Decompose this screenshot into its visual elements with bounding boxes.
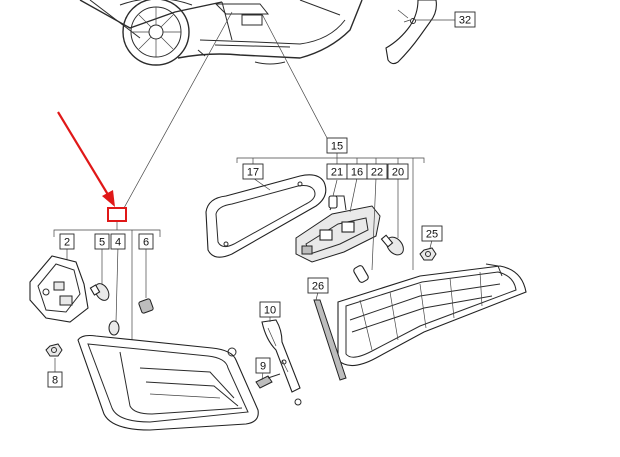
callout-10: 10 xyxy=(259,301,281,318)
svg-text:20: 20 xyxy=(392,167,404,179)
svg-text:6: 6 xyxy=(143,237,149,249)
callout-16: 16 xyxy=(346,163,368,180)
svg-text:2: 2 xyxy=(64,237,70,249)
part-6-grommet xyxy=(138,298,154,314)
group-bracket-left xyxy=(53,220,161,340)
svg-text:17: 17 xyxy=(247,167,259,179)
red-arrow-head xyxy=(102,190,115,207)
callout-9: 9 xyxy=(255,357,271,374)
svg-text:22: 22 xyxy=(371,167,383,179)
wheel-outer xyxy=(122,0,190,66)
part-32-trim-panel xyxy=(385,0,455,65)
callout-6: 6 xyxy=(138,233,154,250)
callout-8: 8 xyxy=(47,371,63,388)
inner-tail-lamp xyxy=(337,263,527,367)
part-20-bulb xyxy=(380,178,404,256)
callout-20: 20 xyxy=(387,163,409,180)
callout-25: 25 xyxy=(421,225,443,242)
part-9-screw xyxy=(255,371,281,389)
part-2-holder-plate xyxy=(29,255,89,323)
rear-lamp-outline xyxy=(214,3,270,15)
svg-text:4: 4 xyxy=(115,237,121,249)
part-5-bulb xyxy=(89,283,110,301)
callout-4: 4 xyxy=(110,233,126,250)
part-22-bulb xyxy=(353,177,377,283)
svg-text:32: 32 xyxy=(459,15,471,27)
svg-text:21: 21 xyxy=(331,167,343,179)
svg-text:5: 5 xyxy=(99,237,105,249)
callout-5: 5 xyxy=(94,233,110,250)
callout-26: 26 xyxy=(307,277,329,294)
svg-text:15: 15 xyxy=(331,141,343,153)
part-25-nut xyxy=(419,239,437,261)
red-annotation xyxy=(57,111,127,222)
callout-32: 32 xyxy=(454,11,476,28)
svg-text:26: 26 xyxy=(312,281,324,293)
leader-car-to-left-group xyxy=(123,11,233,209)
svg-text:16: 16 xyxy=(351,167,363,179)
part-10-bracket xyxy=(261,316,302,406)
svg-text:10: 10 xyxy=(264,305,276,317)
part-16-bulb-holder xyxy=(295,177,381,263)
svg-text:9: 9 xyxy=(260,361,266,373)
part-17-gasket xyxy=(205,174,327,258)
svg-text:8: 8 xyxy=(52,375,58,387)
svg-text:25: 25 xyxy=(426,229,438,241)
part-8-nut xyxy=(45,343,63,372)
callout-21: 21 xyxy=(326,163,348,180)
leader-car-to-15 xyxy=(261,13,328,139)
vehicle-rear-illustration xyxy=(79,0,363,66)
red-arrow-shaft xyxy=(57,111,111,199)
callout-17: 17 xyxy=(242,163,264,180)
callout-2: 2 xyxy=(59,233,75,250)
outer-tail-lamp xyxy=(77,334,259,431)
callout-15: 15 xyxy=(326,137,348,154)
part-21-bulb xyxy=(328,179,338,209)
callout-22: 22 xyxy=(366,163,388,180)
part-4-bulb xyxy=(108,320,120,336)
red-highlight-box xyxy=(107,207,127,222)
